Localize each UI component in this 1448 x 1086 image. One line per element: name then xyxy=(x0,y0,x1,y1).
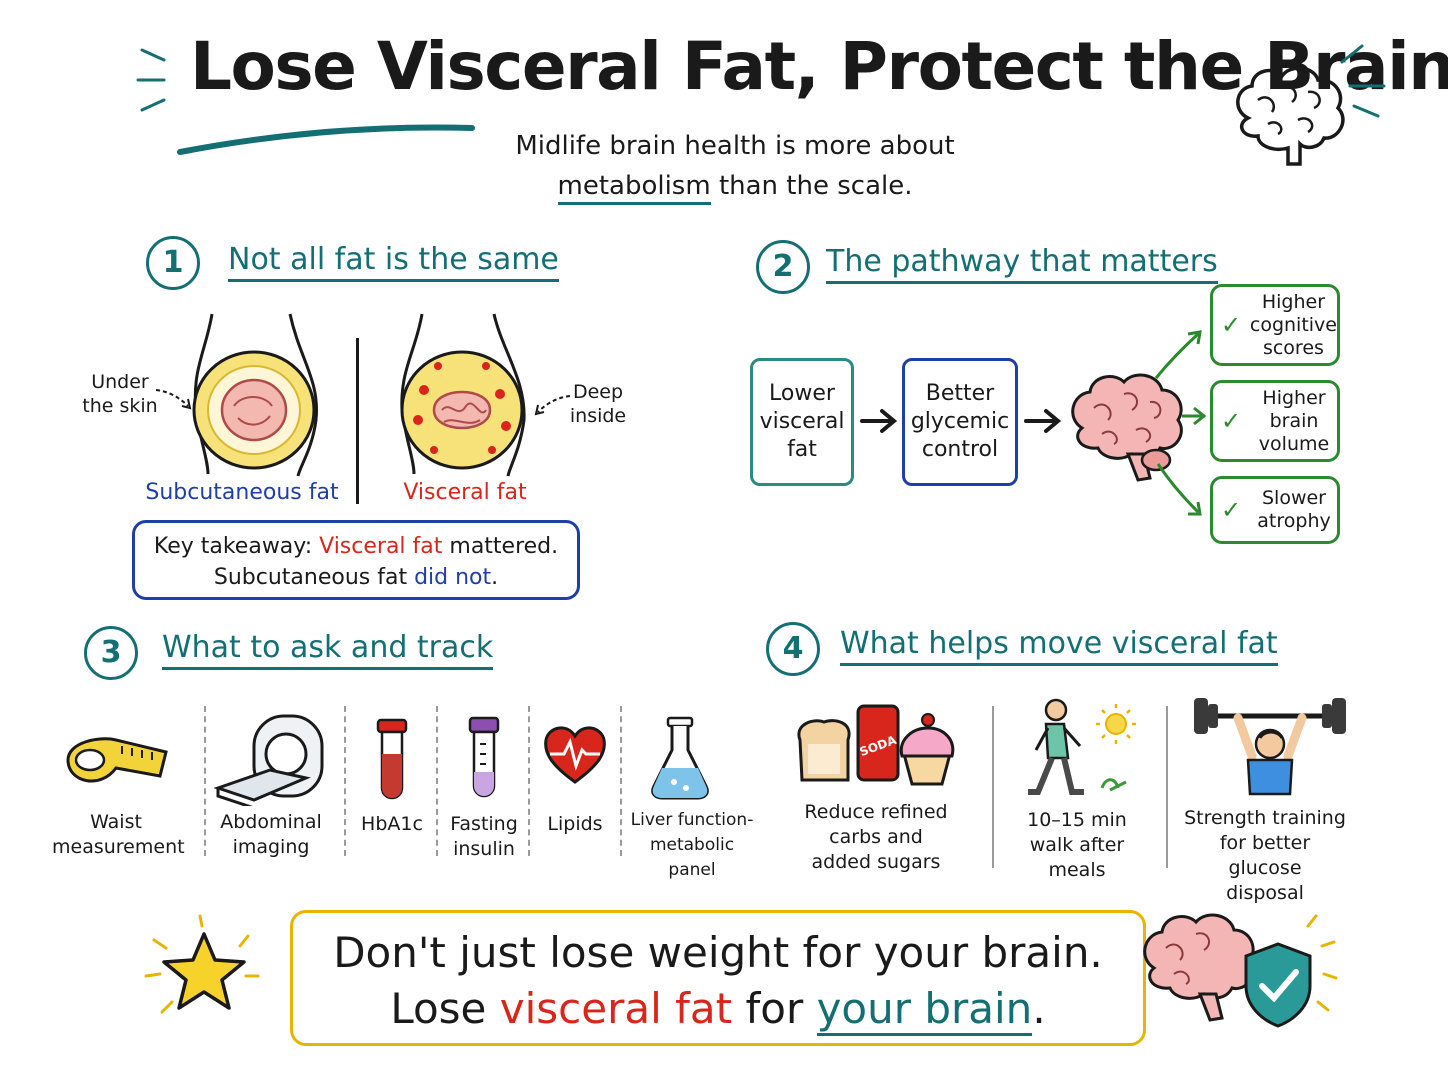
branch-arrows-icon xyxy=(1154,330,1207,516)
heart-icon xyxy=(544,726,606,784)
section-4-title: What helps move visceral fat xyxy=(840,626,1278,666)
divider xyxy=(528,706,530,856)
visceral-fat-icon xyxy=(400,313,526,477)
junk-food-icon: SODA xyxy=(797,704,955,786)
better-glycemic-control-box: Better glycemic control xyxy=(902,358,1018,486)
accent-lines-icon xyxy=(136,48,166,112)
walking-person-icon xyxy=(1028,698,1136,795)
section-1-number: 1 xyxy=(146,236,200,290)
reduce-carbs-label: Reduce refined carbs and added sugars xyxy=(804,801,948,873)
page-title: Lose Visceral Fat, Protect the Brain xyxy=(190,28,1448,105)
bottom-visceral-fat: visceral fat xyxy=(499,984,733,1033)
star-icon xyxy=(144,914,260,1014)
dashed-arrow-icon xyxy=(155,389,192,410)
brain-outline-icon xyxy=(1236,66,1345,166)
takeaway-line2: Subcutaneous fat did not. xyxy=(135,562,577,593)
outcome-label: Higher cognitive scores xyxy=(1249,290,1337,359)
lower-visceral-fat-box: Lower visceral fat xyxy=(750,358,854,486)
blood-tube-icon xyxy=(376,718,408,800)
under-skin-label: Under the skin xyxy=(82,371,158,417)
flask-icon xyxy=(651,716,709,800)
subtitle-rest: than the scale. xyxy=(710,171,913,201)
bottom-period: . xyxy=(1032,984,1046,1033)
section-2-title: The pathway that matters xyxy=(826,244,1218,284)
takeaway-prefix: Key takeaway: xyxy=(153,534,320,559)
check-icon: ✓ xyxy=(1221,495,1242,524)
divider xyxy=(1166,706,1168,868)
dashed-arrow-icon xyxy=(534,395,571,416)
outcome-slower-atrophy: ✓ Slower atrophy xyxy=(1210,476,1340,544)
purple-tube-icon xyxy=(468,716,500,798)
visceral-fat-label: Visceral fat xyxy=(403,480,527,505)
outcome-brain-volume: ✓ Higher brain volume xyxy=(1210,380,1340,462)
divider xyxy=(620,706,622,856)
section-4-number: 4 xyxy=(766,622,820,676)
fat-divider xyxy=(356,338,359,504)
subtitle-metabolism: metabolism xyxy=(557,171,711,205)
section-3-number: 3 xyxy=(84,626,138,680)
subtitle: Midlife brain health is more about metab… xyxy=(420,126,1050,206)
lipids-label: Lipids xyxy=(547,813,603,835)
subtitle-line1: Midlife brain health is more about xyxy=(515,131,955,161)
bottom-message-box: Don't just lose weight for your brain. L… xyxy=(290,910,1146,1046)
bottom-for: for xyxy=(732,984,817,1033)
bottom-line2: Lose visceral fat for your brain. xyxy=(293,981,1143,1037)
subcutaneous-fat-icon xyxy=(192,313,319,477)
waist-measurement-label: Waist measurement xyxy=(52,811,185,858)
takeaway-did-not: did not xyxy=(414,565,492,590)
bottom-line1: Don't just lose weight for your brain. xyxy=(333,928,1103,977)
divider xyxy=(344,706,346,856)
takeaway-subcutaneous: Subcutaneous fat xyxy=(213,565,415,590)
subcutaneous-fat-label: Subcutaneous fat xyxy=(145,480,339,505)
divider xyxy=(204,706,206,856)
takeaway-visceral: Visceral fat xyxy=(319,534,443,559)
title-underline xyxy=(177,124,475,155)
fasting-insulin-label: Fasting insulin xyxy=(450,813,518,860)
subtitle-line2: metabolism than the scale. xyxy=(420,166,1050,206)
arrow-right-icon xyxy=(860,409,898,433)
brain-icon xyxy=(1071,373,1183,482)
outcome-label: Slower atrophy xyxy=(1257,487,1331,532)
outcome-cognitive-scores: ✓ Higher cognitive scores xyxy=(1210,284,1340,366)
hba1c-label: HbA1c xyxy=(361,813,423,835)
bottom-lose: Lose xyxy=(390,984,500,1033)
section-2-number: 2 xyxy=(756,240,810,294)
brain-shield-icon xyxy=(1143,913,1338,1028)
section-1-title: Not all fat is the same xyxy=(228,242,559,282)
takeaway-mid: mattered. xyxy=(442,534,559,559)
deep-inside-label: Deep inside xyxy=(569,381,627,427)
takeaway-period: . xyxy=(491,565,499,590)
outcome-label: Higher brain volume xyxy=(1258,386,1330,455)
check-icon: ✓ xyxy=(1221,406,1242,435)
abdominal-imaging-label: Abdominal imaging xyxy=(220,811,322,858)
divider xyxy=(992,706,994,868)
key-takeaway-box: Key takeaway: Visceral fat mattered. Sub… xyxy=(132,520,580,600)
divider xyxy=(436,706,438,856)
strength-training-label: Strength training for better glucose dis… xyxy=(1184,807,1346,904)
mri-scanner-icon xyxy=(214,714,324,806)
check-icon: ✓ xyxy=(1221,310,1242,339)
takeaway-line1: Key takeaway: Visceral fat mattered. xyxy=(135,531,577,562)
weightlifter-icon xyxy=(1194,698,1346,796)
section-3-title: What to ask and track xyxy=(162,630,494,670)
walk-after-meals-label: 10–15 min walk after meals xyxy=(1027,809,1127,881)
liver-panel-label: Liver function- metabolic panel xyxy=(630,810,754,880)
tape-measure-icon xyxy=(66,737,168,783)
arrow-right-icon xyxy=(1024,409,1062,433)
bottom-your-brain: your brain xyxy=(816,984,1033,1036)
accent-lines-icon xyxy=(1340,44,1386,118)
